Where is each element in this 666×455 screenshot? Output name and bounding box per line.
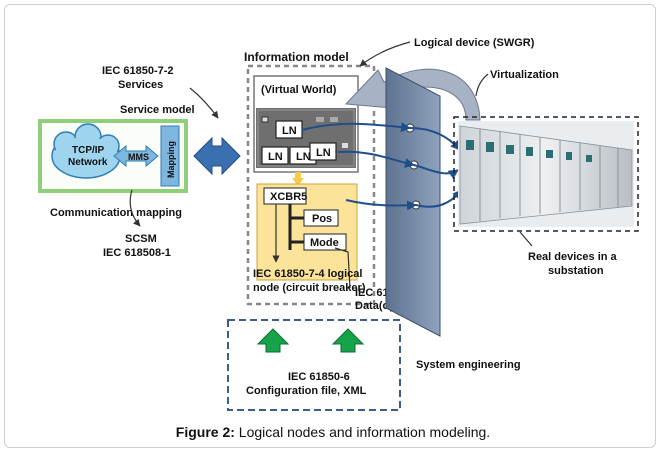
scsm-label: SCSM [125, 233, 157, 245]
information-model-box [246, 64, 376, 306]
comm-mapping-label: Communication mapping [50, 207, 182, 219]
mapping-box [160, 125, 180, 187]
mapping-label: Mapping [166, 141, 176, 178]
logical-device-label: Logical device (SWGR) [414, 37, 535, 49]
config-file-label: Configuration file, XML [246, 385, 367, 397]
caption-text: Logical nodes and information modeling. [234, 424, 491, 440]
tcpip-cloud: TCP/IP Network [51, 123, 121, 179]
mode-label: Mode [310, 237, 339, 249]
xcbr-box [263, 187, 307, 205]
service-double-arrow [193, 136, 241, 176]
mms-label: MMS [128, 152, 149, 162]
system-engineering-label: System engineering [416, 359, 521, 371]
network-label: Network [68, 157, 108, 168]
virtualization-label: Virtualization [490, 69, 559, 81]
green-up-arrow-1 [256, 328, 290, 353]
real-devices-label-2: substation [548, 265, 604, 277]
figure-caption: Figure 2: Logical nodes and information … [0, 424, 666, 440]
scsm-std-label: IEC 618508-1 [103, 247, 171, 259]
tcpip-label: TCP/IP [72, 145, 105, 156]
virtual-world-label: (Virtual World) [261, 84, 337, 96]
ln-std-label-1: IEC 61850-7-4 logical [253, 268, 362, 280]
virtualization-arrow [344, 68, 481, 121]
ln-label-3: LN [296, 151, 311, 163]
ln-label-1: LN [282, 125, 297, 137]
ln-box-2 [261, 146, 289, 165]
real-devices-label-1: Real devices in a [528, 251, 618, 263]
service-model-label: Service model [120, 104, 195, 116]
pos-label: Pos [312, 213, 332, 225]
info-model-label: Information model [244, 50, 349, 64]
system-engineering-box [227, 319, 401, 411]
service-model-group: IEC 61850-7-2 Services Service model [102, 65, 219, 119]
green-up-arrow-2 [331, 328, 365, 353]
ln-box-4 [309, 142, 337, 161]
pos-box [303, 209, 339, 227]
mode-box [303, 233, 347, 251]
services-std-label: IEC 61850-7-2 [102, 65, 174, 77]
caption-prefix: Figure 2: [175, 424, 235, 440]
ln-label-4: LN [316, 147, 331, 159]
switchgear-photo [458, 121, 634, 227]
xcbr-label: XCBR5 [270, 191, 307, 203]
figure-frame [4, 4, 656, 448]
services-label: Services [118, 79, 163, 91]
real-devices-box [453, 116, 639, 232]
ln-label-2: LN [268, 151, 283, 163]
ln-std-label-2: node (circuit breaker) [253, 282, 366, 294]
mms-arrow [113, 144, 159, 168]
config-std-label: IEC 61850-6 [288, 371, 350, 383]
